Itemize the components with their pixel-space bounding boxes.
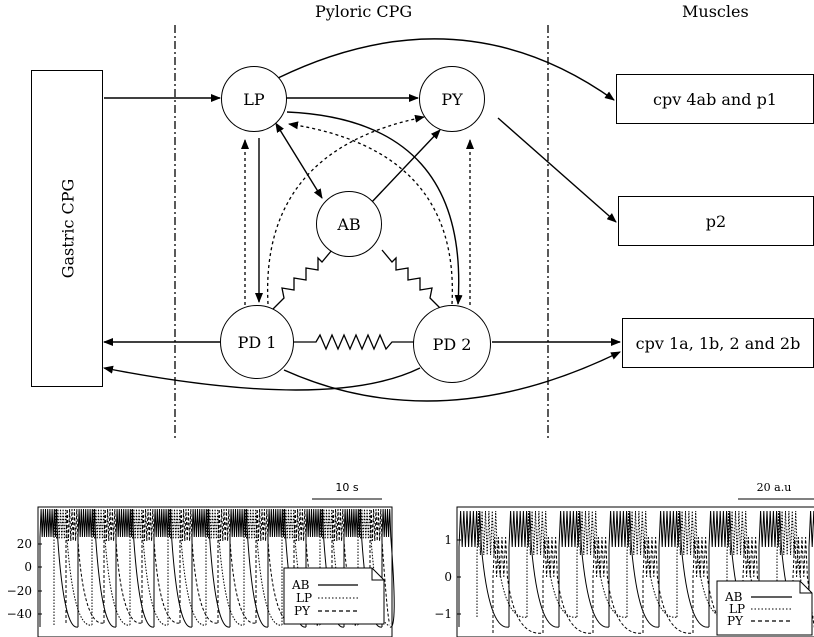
trace-line (65, 508, 391, 624)
gastric-cpg-box: Gastric CPG (31, 70, 103, 387)
right-legend: AB LP PY (716, 580, 813, 636)
edge-pd2-lp-dotted (288, 121, 453, 305)
gap-junction-ab-pd1 (271, 249, 333, 311)
muscle-label-p2: p2 (705, 211, 727, 231)
node-py-label: PY (441, 89, 463, 109)
right-yticks: 1 0 −1 (434, 533, 452, 621)
left-scale-bar-label: 10 s (335, 481, 358, 494)
edge-py-p2 (497, 117, 617, 223)
muscle-label-cpv1a: cpv 1a, 1b, 2 and 2b (635, 333, 801, 353)
node-pd1-label: PD 1 (237, 332, 277, 352)
node-pd2-label: PD 2 (432, 334, 472, 354)
node-pd1: PD 1 (220, 305, 294, 379)
right-legend-py: PY (727, 614, 744, 628)
muscle-box-cpv4ab: cpv 4ab and p1 (616, 74, 814, 124)
right-legend-ab: AB (724, 590, 743, 604)
node-lp-label: LP (243, 89, 265, 109)
right-ytick: 0 (444, 570, 452, 584)
left-ytick: 0 (24, 560, 32, 574)
edge-lp-cpv4ab (277, 38, 615, 101)
network-diagram (103, 25, 621, 440)
left-ytick: 20 (17, 537, 32, 551)
left-legend-ab: AB (291, 578, 310, 592)
right-traces (458, 510, 814, 634)
edge-ab-py (369, 129, 441, 205)
left-traces (39, 508, 395, 628)
left-trace-plot: 10 s 20 0 −20 −40 AB LP PY (7, 481, 395, 637)
edge-pd2-gastric (103, 365, 421, 391)
node-py: PY (419, 66, 485, 132)
trace-line (476, 510, 814, 618)
left-legend-py: PY (294, 604, 311, 618)
left-yticks: 20 0 −20 −40 (7, 537, 32, 621)
edge-lp-ab (275, 122, 323, 199)
muscle-box-p2: p2 (618, 196, 814, 246)
node-ab-label: AB (337, 214, 361, 234)
node-ab: AB (316, 191, 382, 257)
muscle-box-cpv1a: cpv 1a, 1b, 2 and 2b (622, 318, 814, 368)
gap-junction-ab-pd2 (381, 249, 443, 311)
pyloric-cpg-header: Pyloric CPG (315, 2, 413, 21)
left-plot-frame (37, 506, 393, 637)
right-scale-bar-label: 20 a.u (757, 481, 792, 494)
muscles-header: Muscles (682, 2, 749, 21)
node-pd2: PD 2 (413, 305, 491, 383)
gap-junction-pd1-pd2 (294, 333, 414, 351)
left-legend: AB LP PY (283, 567, 385, 625)
right-legend-lp: LP (729, 602, 745, 616)
right-ytick: 1 (444, 533, 452, 547)
trace-line (39, 508, 395, 628)
edge-pd1-cpv1a (283, 351, 621, 402)
muscle-label-cpv4ab: cpv 4ab and p1 (653, 89, 777, 109)
right-ytick: −1 (434, 607, 452, 621)
gastric-cpg-label: Gastric CPG (58, 178, 78, 279)
left-ytick: −20 (7, 584, 32, 598)
left-ytick: −40 (7, 607, 32, 621)
edge-lp-pd2 (286, 111, 463, 305)
left-legend-lp: LP (296, 591, 312, 605)
node-lp: LP (221, 66, 287, 132)
right-trace-plot: 20 a.u 1 0 −1 AB LP PY (434, 481, 814, 637)
trace-line (492, 536, 814, 634)
right-plot-frame (456, 506, 814, 637)
edge-pd1-py-dotted (266, 114, 425, 305)
